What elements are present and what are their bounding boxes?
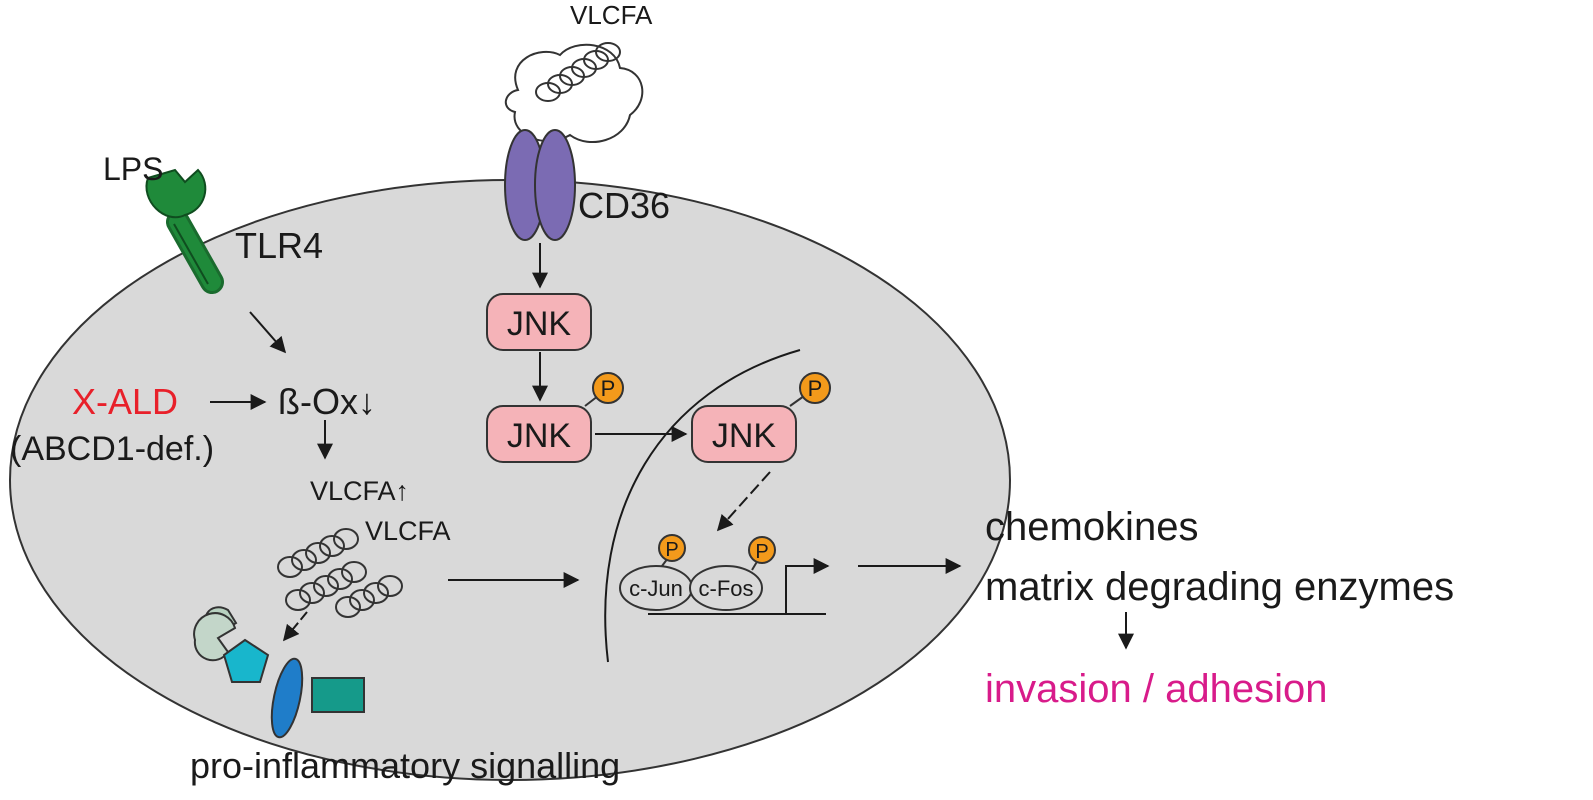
phospho-label-1: P <box>601 376 616 401</box>
arrow-jnk3-to-tf <box>716 471 771 532</box>
phospho-4 <box>748 536 776 564</box>
tlr4-label: TLR4 <box>235 225 323 266</box>
chemokines-label: chemokines <box>985 505 1198 549</box>
jnk-box-2 <box>486 405 592 463</box>
jnk-box-1 <box>486 293 592 351</box>
proinflam-label: pro-inflammatory signalling <box>190 745 620 786</box>
invasion-label: invasion / adhesion <box>985 667 1327 711</box>
vlcfa-cluster-helices <box>277 528 403 618</box>
promoter-arrow <box>785 558 830 614</box>
phospho-label-4: P <box>755 541 768 563</box>
abcd1-label: (ABCD1-def.) <box>10 430 214 468</box>
phospho-1 <box>592 372 624 404</box>
vlcfa-top-label: VLCFA <box>570 0 653 30</box>
vlcfa-up-label: VLCFA↑ <box>310 476 409 506</box>
jnk-label-3: JNK <box>712 417 777 455</box>
cfos-label: c-Fos <box>699 576 754 601</box>
phospho-label-3: P <box>665 539 678 561</box>
phospho-3 <box>658 534 686 562</box>
tlr4-receptor <box>145 168 224 294</box>
cd36-receptor <box>504 129 576 241</box>
cfos-oval <box>689 565 763 611</box>
jnk-box-3 <box>691 405 797 463</box>
phospho-2 <box>799 372 831 404</box>
phospho-label-2: P <box>808 376 823 401</box>
lps-label: LPS <box>103 151 163 187</box>
box-label: ß-Ox↓ <box>278 381 376 422</box>
vlcfa-cluster-label: VLCFA <box>365 516 451 546</box>
xald-label: X-ALD <box>72 381 178 422</box>
jnk-label-1: JNK <box>507 305 572 343</box>
cjun-label: c-Jun <box>629 576 683 601</box>
nucleus-envelope <box>604 349 801 663</box>
receptor-complex <box>193 606 365 739</box>
vlcfa-binding-blob <box>504 43 644 144</box>
arrow-vlcfa-to-complex <box>282 611 308 642</box>
vlcfa-top-helix <box>535 42 621 102</box>
jnk-label-2: JNK <box>507 417 572 455</box>
mde-label: matrix degrading enzymes <box>985 565 1454 609</box>
arrow-tlr4-to-box <box>249 311 287 354</box>
cd36-label: CD36 <box>578 185 670 226</box>
cell-body <box>9 179 1011 781</box>
